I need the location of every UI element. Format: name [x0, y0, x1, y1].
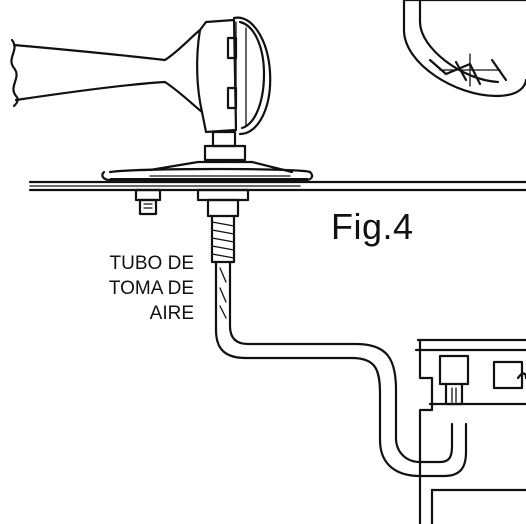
label-line-3: AIRE — [149, 303, 194, 324]
horn-mount-base — [101, 130, 314, 182]
label-line-1: TUBO DE — [109, 253, 194, 274]
compressor-rotor — [402, 0, 526, 98]
compressor-unit — [414, 338, 526, 524]
air-intake-tube — [214, 260, 468, 478]
mounting-panel — [28, 180, 526, 192]
horn-motor-housing — [196, 16, 272, 136]
label-line-2: TOMA DE — [108, 278, 194, 299]
mounting-bolt — [134, 188, 162, 216]
air-intake-tube-label: TUBO DE TOMA DE AIRE — [60, 251, 194, 326]
figure-caption: Fig.4 — [331, 206, 414, 247]
threaded-fitting — [196, 188, 250, 264]
horn-trumpet — [10, 28, 204, 114]
